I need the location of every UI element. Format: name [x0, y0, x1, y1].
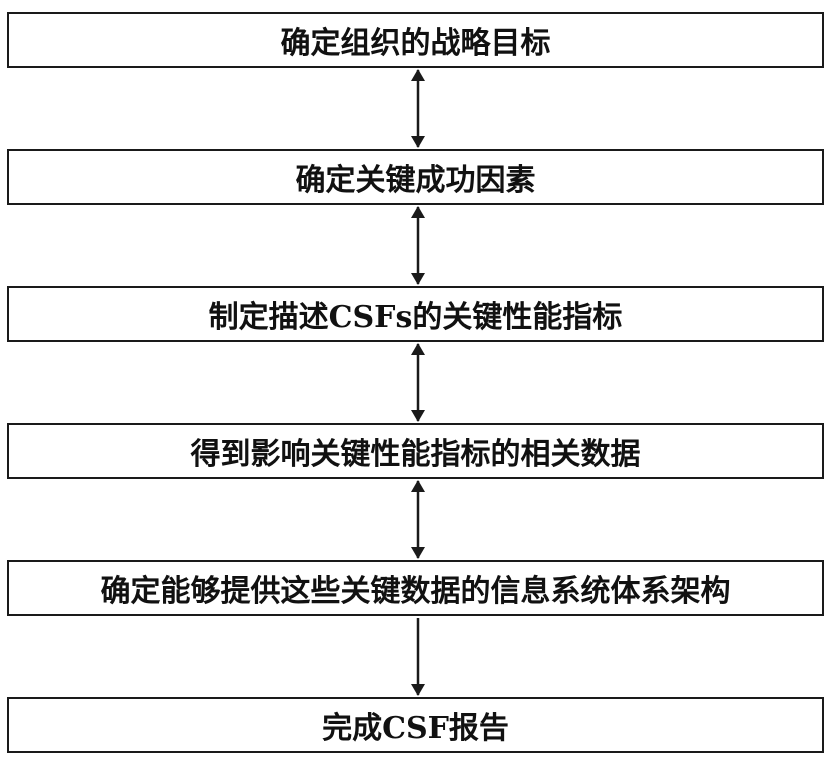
step-label: 完成CSF报告	[322, 711, 509, 746]
step-label: 确定关键成功因素	[295, 163, 536, 198]
step-complete-csf-report: 完成CSF报告	[7, 697, 824, 753]
step-collect-related-data: 得到影响关键性能指标的相关数据	[7, 423, 824, 479]
step-define-kpis: 制定描述CSFs的关键性能指标	[7, 286, 824, 342]
step-label: 确定能够提供这些关键数据的信息系统体系架构	[100, 574, 731, 609]
step-label: 确定组织的战略目标	[280, 26, 551, 61]
step-define-information-architecture: 确定能够提供这些关键数据的信息系统体系架构	[7, 560, 824, 616]
step-label: 得到影响关键性能指标的相关数据	[190, 437, 641, 472]
step-label: 制定描述CSFs的关键性能指标	[208, 300, 623, 335]
step-identify-critical-success-factors: 确定关键成功因素	[7, 149, 824, 205]
step-define-strategic-goals: 确定组织的战略目标	[7, 12, 824, 68]
